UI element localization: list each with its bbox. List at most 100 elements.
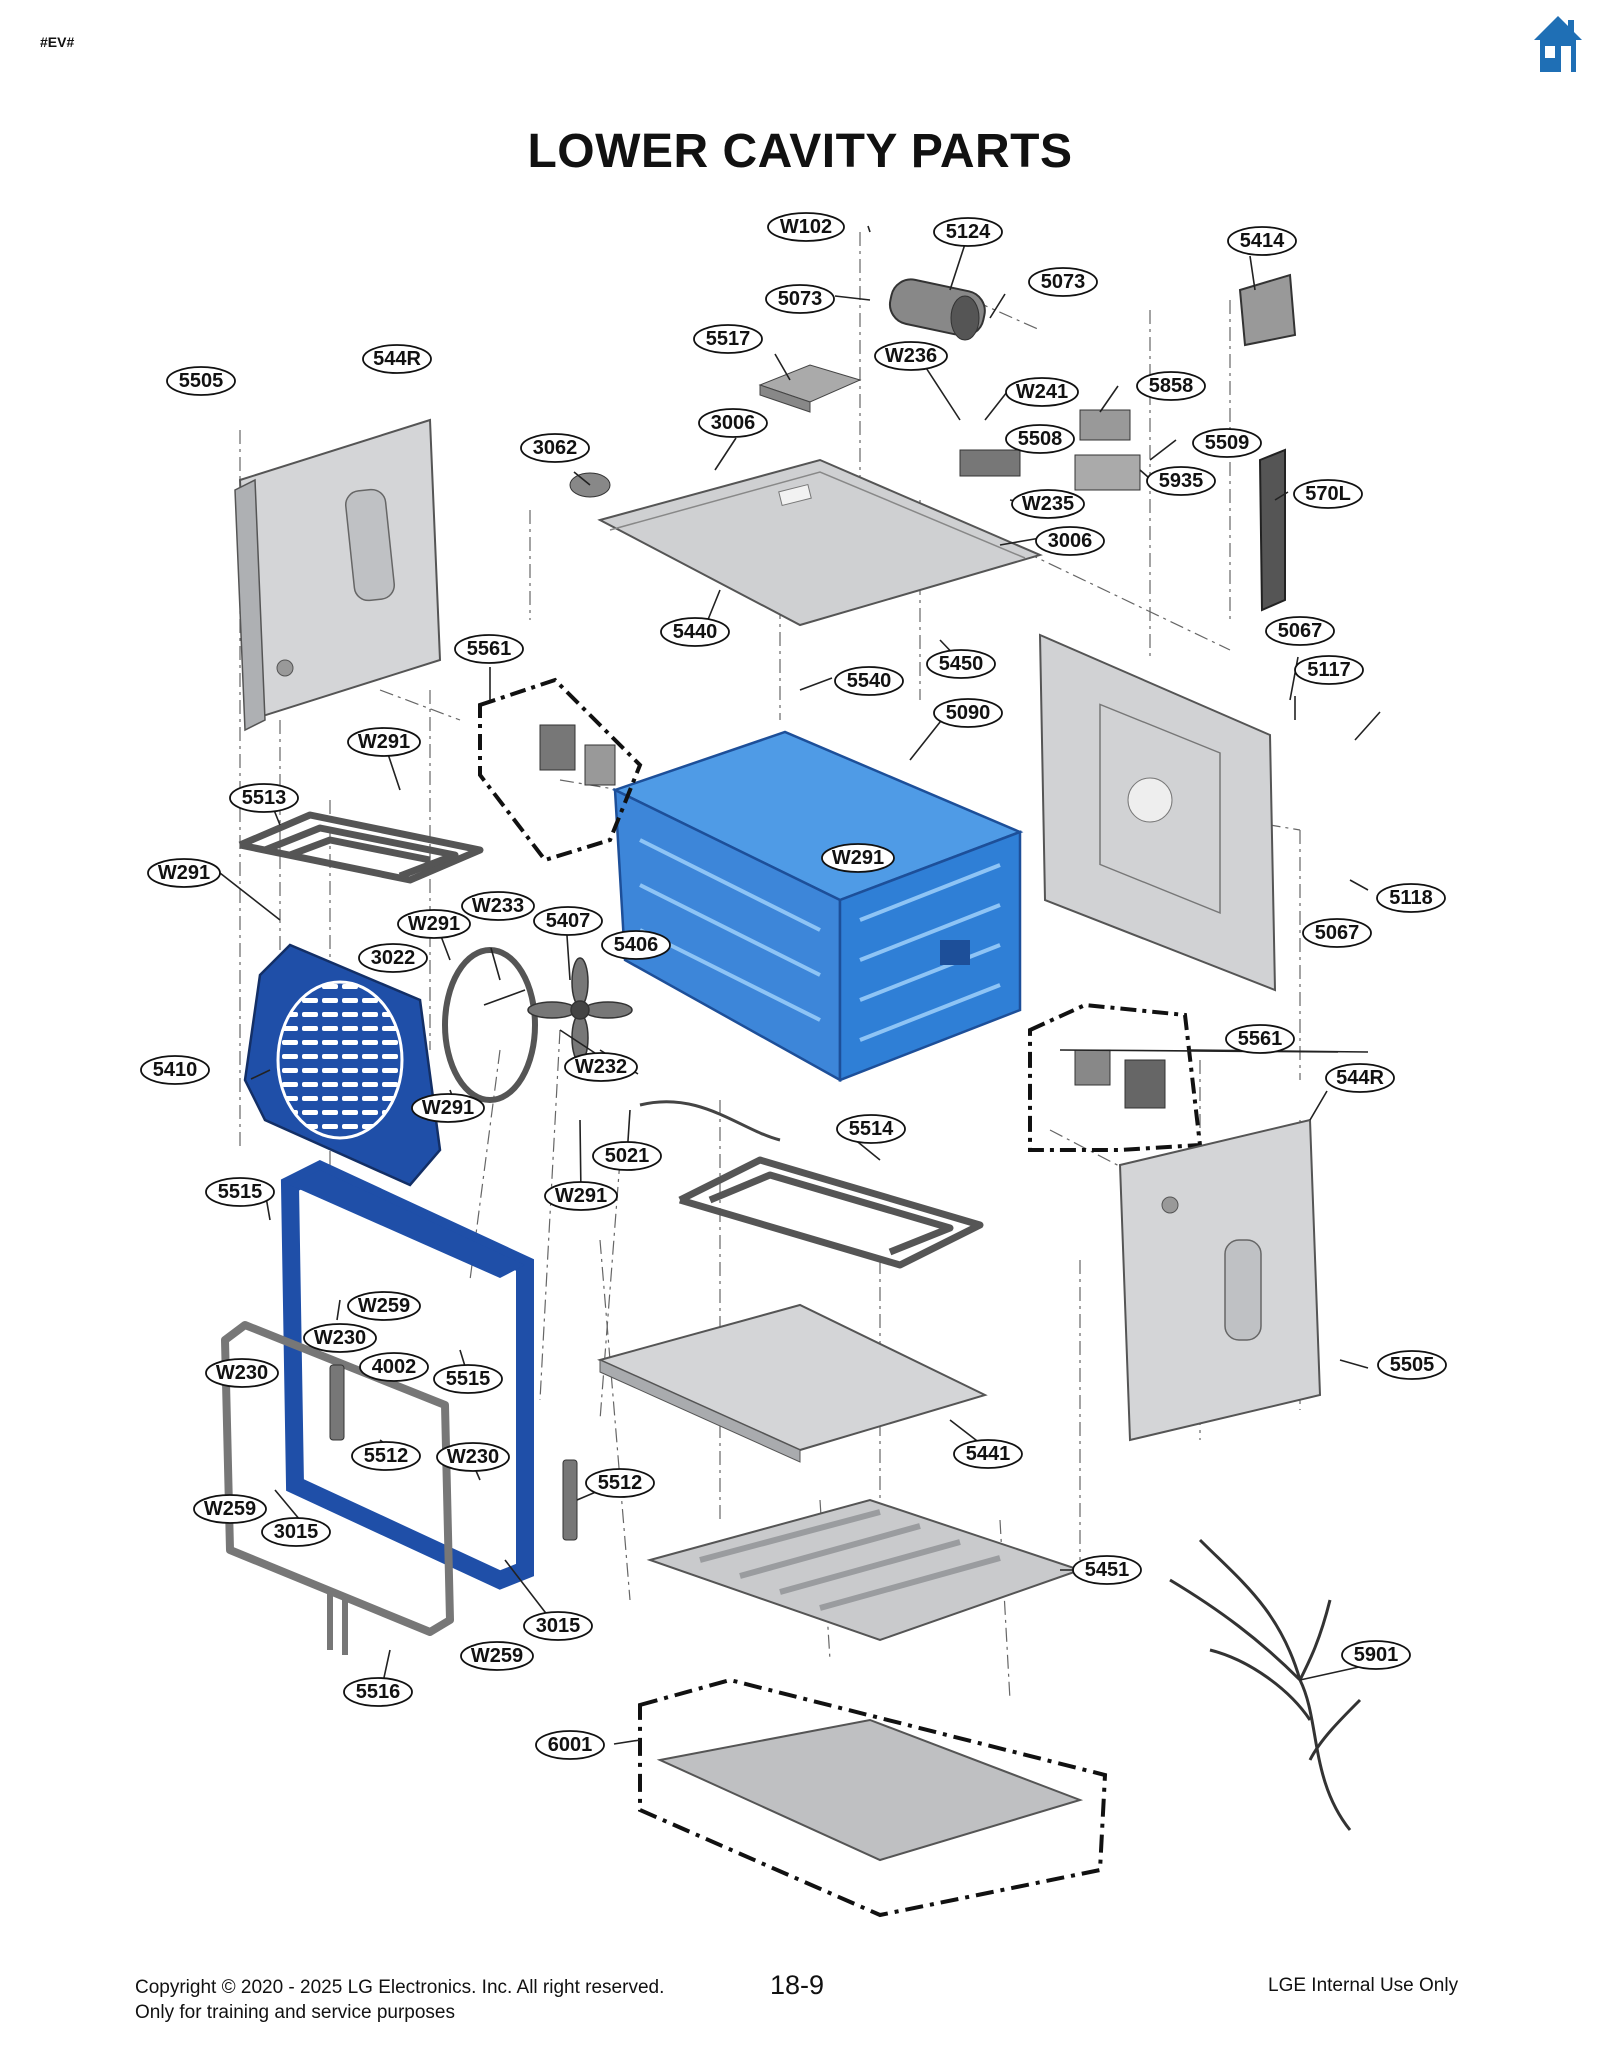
svg-text:5513: 5513: [242, 787, 287, 809]
callout: 5561: [1225, 1024, 1295, 1054]
svg-text:5516: 5516: [356, 1681, 401, 1703]
callout: 6001: [535, 1730, 605, 1760]
svg-text:5515: 5515: [218, 1181, 263, 1203]
callout: 3015: [261, 1517, 331, 1547]
part-570l-duct: [1258, 448, 1286, 612]
part-5410-fan-cover: [243, 943, 442, 1187]
callout: 544R: [1325, 1063, 1395, 1093]
callout: 5067: [1302, 918, 1372, 948]
callout: 5124: [933, 217, 1003, 247]
svg-text:5540: 5540: [847, 670, 892, 692]
callout: W230: [436, 1442, 510, 1472]
part-5561-group-bottom: [1028, 1002, 1203, 1152]
callout: 5414: [1227, 226, 1297, 256]
svg-text:5406: 5406: [614, 934, 659, 956]
callout: W236: [874, 341, 948, 371]
part-5451-bottom-cover: [646, 1498, 1084, 1642]
svg-text:5515: 5515: [446, 1368, 491, 1390]
svg-text:544R: 544R: [373, 348, 421, 370]
callout: 5505: [1377, 1350, 1447, 1380]
callout: 3062: [520, 433, 590, 463]
callout: 5090: [933, 698, 1003, 728]
callout: W230: [205, 1358, 279, 1388]
footer-copyright: Copyright © 2020 - 2025 LG Electronics. …: [135, 1975, 664, 2025]
callout: 5561: [454, 634, 524, 664]
svg-text:5505: 5505: [179, 370, 224, 392]
svg-text:W232: W232: [575, 1056, 627, 1078]
callout: 5067: [1265, 616, 1335, 646]
part-5508-terminal-block: [959, 449, 1021, 477]
svg-text:W291: W291: [158, 862, 210, 884]
callout: 5540: [834, 666, 904, 696]
svg-text:W259: W259: [471, 1645, 523, 1667]
svg-text:5450: 5450: [939, 653, 984, 675]
callout: 5512: [585, 1468, 655, 1498]
part-door-frame: [280, 1160, 534, 1590]
callout: 5505: [166, 366, 236, 396]
svg-text:5441: 5441: [966, 1443, 1011, 1465]
svg-text:W259: W259: [358, 1295, 410, 1317]
part-3022-convection-element: [442, 947, 538, 1103]
svg-text:5414: 5414: [1240, 230, 1285, 252]
svg-text:3006: 3006: [711, 412, 756, 434]
callout: 5515: [433, 1364, 503, 1394]
callout: 5451: [1072, 1555, 1142, 1585]
part-544r-side-panel-left: [234, 418, 442, 732]
svg-text:W259: W259: [204, 1498, 256, 1520]
svg-text:5858: 5858: [1149, 375, 1194, 397]
svg-text:W233: W233: [472, 895, 524, 917]
svg-text:5451: 5451: [1085, 1559, 1130, 1581]
callout: W241: [1005, 377, 1079, 407]
svg-text:W235: W235: [1022, 493, 1074, 515]
callout: 5515: [205, 1177, 275, 1207]
svg-text:544R: 544R: [1336, 1067, 1384, 1089]
callout: 3022: [358, 943, 428, 973]
svg-text:5073: 5073: [1041, 271, 1086, 293]
part-5407-fan-blade: [527, 957, 633, 1063]
svg-text:W230: W230: [314, 1327, 366, 1349]
callout: 5512: [351, 1441, 421, 1471]
svg-text:5517: 5517: [706, 328, 751, 350]
callout: 4002: [359, 1352, 429, 1382]
internal-use-label: LGE Internal Use Only: [1268, 1975, 1459, 1996]
callout: 5450: [926, 649, 996, 679]
part-5514-bake-element: [678, 1156, 984, 1269]
svg-text:5021: 5021: [605, 1145, 650, 1167]
home-icon[interactable]: [1532, 14, 1584, 74]
callout: 5118: [1376, 883, 1446, 913]
callout: 5406: [601, 930, 671, 960]
svg-text:3022: 3022: [371, 947, 416, 969]
svg-text:5512: 5512: [598, 1472, 643, 1494]
copyright-text: Copyright © 2020 - 2025 LG Electronics. …: [135, 1977, 665, 1998]
svg-text:5508: 5508: [1018, 428, 1063, 450]
svg-text:5118: 5118: [1389, 887, 1432, 909]
part-5901-wiring-harness: [1169, 1538, 1362, 1831]
part-6001-base-assembly: [638, 1677, 1108, 1918]
svg-text:5935: 5935: [1159, 470, 1204, 492]
callout: 3006: [698, 408, 768, 438]
svg-text:W230: W230: [447, 1446, 499, 1468]
svg-text:5067: 5067: [1278, 620, 1323, 642]
callout: W259: [347, 1291, 421, 1321]
svg-text:5124: 5124: [946, 221, 991, 243]
callout: 3015: [523, 1611, 593, 1641]
svg-text:5090: 5090: [946, 702, 991, 724]
callout: 5407: [533, 906, 603, 936]
part-544r-side-panel-right: [1118, 1118, 1322, 1442]
document-tag: #EV#: [40, 34, 75, 50]
callout: 5508: [1005, 424, 1075, 454]
svg-text:5509: 5509: [1205, 432, 1250, 454]
callout: W232: [564, 1052, 638, 1082]
part-5858-5935-switches: [1074, 409, 1141, 491]
svg-text:W102: W102: [780, 216, 832, 238]
part-5021-sensor-probe: [639, 1100, 781, 1142]
callout: 5440: [660, 617, 730, 647]
callout: W291: [821, 843, 895, 873]
callout: 5935: [1146, 466, 1216, 496]
part-5440-top-plate: [597, 458, 1043, 627]
callout: 544R: [362, 344, 432, 374]
callout: 5021: [592, 1141, 662, 1171]
purpose-text: Only for training and service purposes: [135, 2002, 455, 2023]
callout: 5117: [1294, 655, 1364, 685]
callout: W291: [397, 909, 471, 939]
